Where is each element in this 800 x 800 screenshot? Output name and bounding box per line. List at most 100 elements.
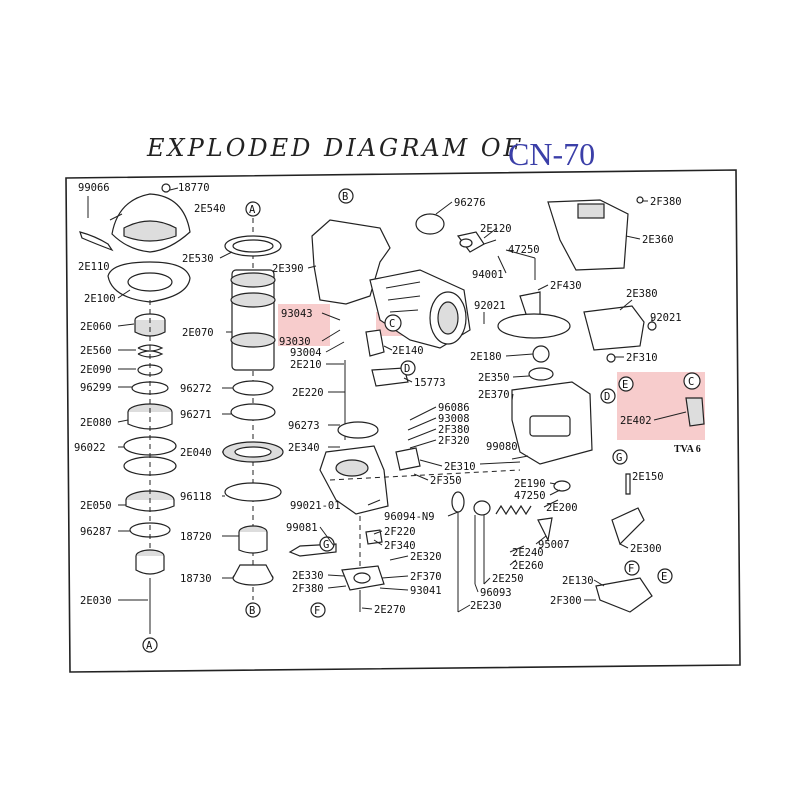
callout-g-right: G <box>612 449 628 465</box>
column-leaders-mid <box>219 251 239 579</box>
sheet-border <box>65 169 741 673</box>
svg-text:E: E <box>622 379 628 391</box>
callout-e-left: E <box>618 376 634 392</box>
main-housing <box>311 219 471 440</box>
label-2E200: 2E200 <box>546 502 578 514</box>
svg-text:B: B <box>342 191 348 203</box>
diagram-title: EXPLODED DIAGRAM OF CN-70 <box>0 0 800 180</box>
svg-text:A: A <box>249 204 256 216</box>
valve-stack <box>123 300 177 634</box>
svg-text:D: D <box>604 391 610 403</box>
svg-text:F: F <box>314 605 320 617</box>
callout-d-left: D <box>400 360 416 376</box>
label-2E530: 2E530 <box>182 253 214 265</box>
label-2F430: 2F430 <box>550 280 582 292</box>
label-92021-b: 92021 <box>650 312 682 324</box>
label-2F380-b: 2F380 <box>292 583 324 595</box>
label-2E320: 2E320 <box>410 551 442 563</box>
label-99081: 99081 <box>286 522 318 534</box>
svg-text:F: F <box>628 563 634 575</box>
label-2E030: 2E030 <box>80 595 112 607</box>
callout-c-right: C <box>683 372 701 390</box>
label-2E310: 2E310 <box>444 461 476 473</box>
label-2E350: 2E350 <box>478 372 510 384</box>
label-2E140: 2E140 <box>392 345 424 357</box>
label-2E130: 2E130 <box>562 575 594 587</box>
callout-a-bottom: A <box>142 637 158 653</box>
label-2F370: 2F370 <box>410 571 442 583</box>
callout-f-left: F <box>310 602 326 618</box>
label-47250-b: 47250 <box>514 490 546 502</box>
label-96276: 96276 <box>454 197 486 209</box>
callout-b-top: B <box>338 188 354 204</box>
label-2E090: 2E090 <box>80 364 112 376</box>
label-96086: 96086 <box>438 402 470 414</box>
svg-text:C: C <box>688 376 694 388</box>
cap-assembly <box>79 183 191 303</box>
label-2E110: 2E110 <box>78 261 110 273</box>
trigger-assembly <box>341 516 385 612</box>
label-99066: 99066 <box>78 182 110 194</box>
label-2E180: 2E180 <box>470 351 502 363</box>
label-tva6: TVA 6 <box>674 444 701 455</box>
label-18730: 18730 <box>180 573 212 585</box>
svg-text:A: A <box>146 640 153 652</box>
label-2E070: 2E070 <box>182 327 214 339</box>
label-96272: 96272 <box>180 383 212 395</box>
label-2E370: 2E370 <box>478 389 510 401</box>
label-93041: 93041 <box>410 585 442 597</box>
leader-lines <box>307 200 687 613</box>
label-96299: 96299 <box>80 382 112 394</box>
label-18720: 18720 <box>180 531 212 543</box>
label-99080: 99080 <box>486 441 518 453</box>
label-47250-a: 47250 <box>508 244 540 256</box>
svg-text:B: B <box>249 605 255 617</box>
label-2E300: 2E300 <box>630 543 662 555</box>
label-2E120: 2E120 <box>480 223 512 235</box>
label-96093: 96093 <box>480 587 512 599</box>
svg-text:G: G <box>616 452 622 464</box>
label-2E540: 2E540 <box>194 203 226 215</box>
label-2F310: 2F310 <box>626 352 658 364</box>
callout-g-left: G <box>319 536 335 552</box>
label-2E270: 2E270 <box>374 604 406 616</box>
label-2E060: 2E060 <box>80 321 112 333</box>
label-2F320-a: 2F320 <box>438 435 470 447</box>
label-2E250: 2E250 <box>492 573 524 585</box>
right-parts <box>547 196 705 613</box>
callout-f-right: F <box>624 560 640 576</box>
svg-text:C: C <box>389 318 395 330</box>
label-2F350: 2F350 <box>430 475 462 487</box>
label-2E390: 2E390 <box>272 263 304 275</box>
cylinder-column <box>222 218 284 600</box>
title-model: CN-70 <box>508 136 596 172</box>
label-2E230: 2E230 <box>470 600 502 612</box>
label-2E050: 2E050 <box>80 500 112 512</box>
label-2E330: 2E330 <box>292 570 324 582</box>
callout-e-right: E <box>657 568 673 584</box>
label-2F340: 2F340 <box>384 540 416 552</box>
svg-text:D: D <box>404 363 410 375</box>
label-96273: 96273 <box>288 420 320 432</box>
label-2E380: 2E380 <box>626 288 658 300</box>
label-2E340: 2E340 <box>288 442 320 454</box>
callout-a-top: A <box>245 201 261 217</box>
label-2E560: 2E560 <box>80 345 112 357</box>
column-leaders-left <box>109 187 179 601</box>
label-95007: 95007 <box>538 539 570 551</box>
callout-c-mid: C <box>384 314 402 332</box>
label-93030: 93030 <box>279 336 311 348</box>
callout-d-right: D <box>600 388 616 404</box>
cylinder-body <box>288 421 521 557</box>
callout-b-bottom: B <box>245 602 261 618</box>
label-2F220: 2F220 <box>384 526 416 538</box>
highlight-box-left <box>278 304 330 346</box>
label-2E080: 2E080 <box>80 417 112 429</box>
label-2E260: 2E260 <box>512 560 544 572</box>
label-93008: 93008 <box>438 413 470 425</box>
svg-text:E: E <box>661 571 667 583</box>
label-2E040: 2E040 <box>180 447 212 459</box>
label-2F380-c: 2F380 <box>650 196 682 208</box>
label-18770: 18770 <box>178 182 210 194</box>
